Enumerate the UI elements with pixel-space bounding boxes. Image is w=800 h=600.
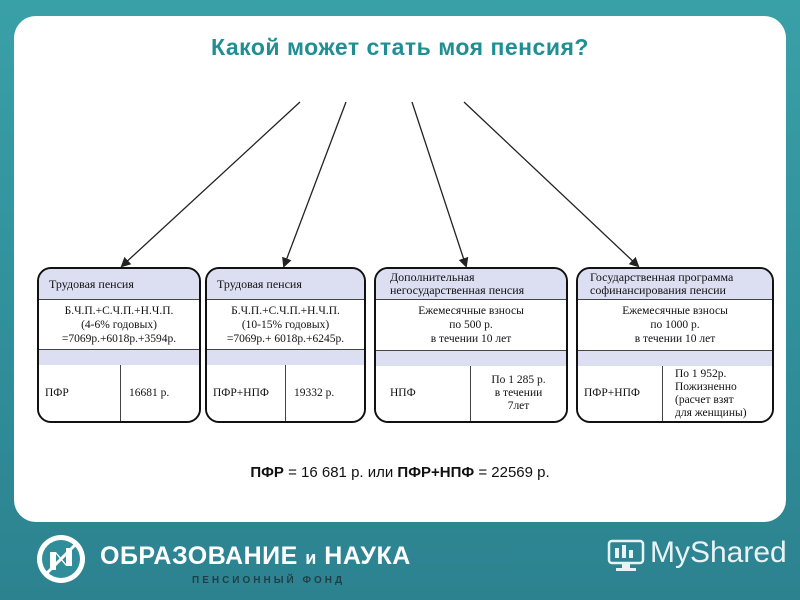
- box-body: Ежемесячные взносы по 500 р. в течении 1…: [376, 300, 566, 351]
- box-state-cofinancing: Государственная программа софинансирован…: [576, 267, 774, 423]
- box-body: Ежемесячные взносы по 1000 р. в течении …: [578, 300, 772, 351]
- slide-panel: Какой может стать моя пенсия? Трудовая п…: [14, 16, 786, 522]
- box-fund: НПФ: [376, 366, 471, 421]
- box-result-row: ПФР+НПФ По 1 952р. Пожизненно (расчет вз…: [578, 366, 772, 421]
- box-amount: По 1 285 р. в течении 7лет: [491, 374, 546, 412]
- box-body: Б.Ч.П.+С.Ч.П.+Н.Ч.П. (4-6% годовых) =706…: [39, 300, 199, 350]
- box-result-row: ПФР 16681 р.: [39, 365, 199, 421]
- arrow-4: [463, 101, 640, 268]
- brand-subtitle: ПЕНСИОННЫЙ ФОНД: [192, 575, 346, 586]
- slide-title: Какой может стать моя пенсия?: [211, 34, 589, 60]
- box-body: Б.Ч.П.+С.Ч.П.+Н.Ч.П. (10-15% годовых) =7…: [207, 300, 364, 350]
- box-fund: ПФР: [39, 365, 121, 421]
- box-fund: ПФР+НПФ: [578, 366, 663, 421]
- summary-line: ПФР = 16 681 р. или ПФР+НПФ = 22569 р.: [250, 464, 550, 481]
- box-amount: 19332 р.: [294, 386, 335, 399]
- arrow-3: [411, 101, 469, 268]
- box-header: Государственная программа софинансирован…: [578, 269, 772, 300]
- box-header: Трудовая пенсия: [39, 269, 199, 300]
- box-amount: По 1 952р. Пожизненно (расчет взят для ж…: [675, 367, 747, 419]
- arrows-layer: [120, 101, 640, 268]
- box-fund: ПФР+НПФ: [207, 365, 286, 421]
- box-labor-pension-pfr: Трудовая пенсия Б.Ч.П.+С.Ч.П.+Н.Ч.П. (4-…: [37, 267, 201, 423]
- pension-fund-logo-icon: [37, 535, 85, 583]
- myshared-watermark: MyShared: [650, 536, 787, 569]
- box-header: Трудовая пенсия: [207, 269, 364, 300]
- box-labor-pension-combo: Трудовая пенсия Б.Ч.П.+С.Ч.П.+Н.Ч.П. (10…: [205, 267, 366, 423]
- box-amount: 16681 р.: [129, 386, 170, 399]
- box-result-row: ПФР+НПФ 19332 р.: [207, 365, 364, 421]
- myshared-logo-icon: [607, 539, 645, 571]
- box-result-row: НПФ По 1 285 р. в течении 7лет: [376, 366, 566, 421]
- arrow-2: [282, 101, 347, 268]
- brand-name: ОБРАЗОВАНИЕ и НАУКА: [100, 542, 411, 570]
- box-additional-pension: Дополнительная негосударственная пенсия …: [374, 267, 568, 423]
- box-header: Дополнительная негосударственная пенсия: [376, 269, 566, 300]
- arrow-1: [120, 101, 301, 268]
